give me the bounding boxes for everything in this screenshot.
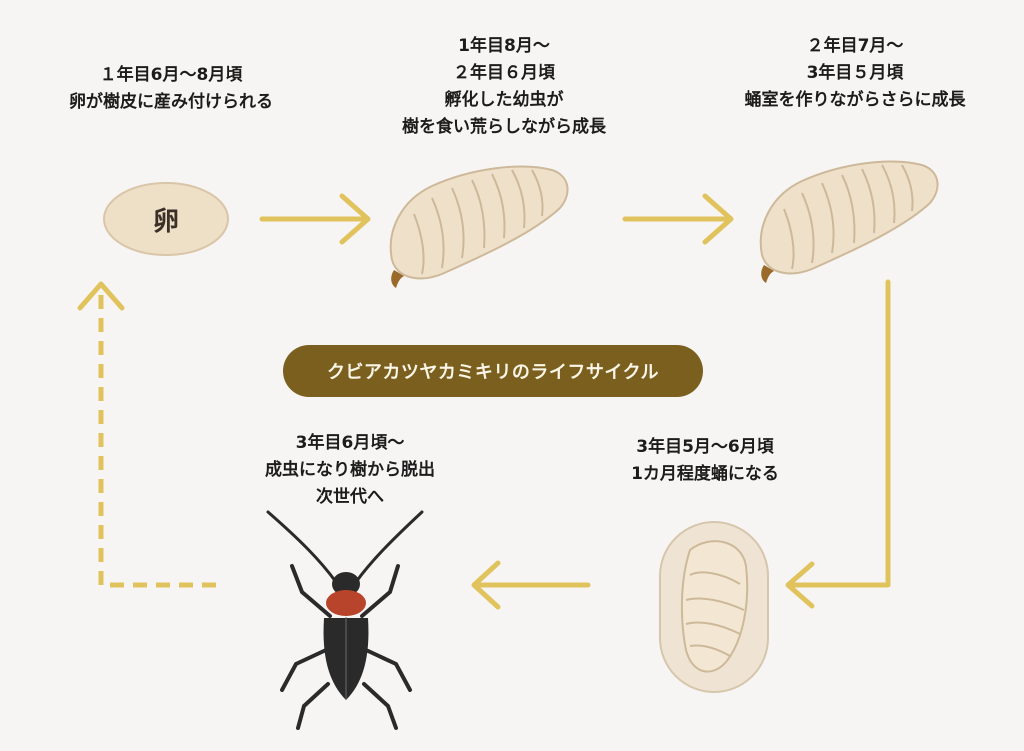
arrow-adult-to-egg-dashed	[98, 290, 216, 588]
larva1-period1: 1年目8月～	[458, 36, 550, 56]
larva1-desc1: 孵化した幼虫が	[444, 90, 564, 110]
larva1-stage-label: 1年目8月～ ２年目６月頃 孵化した幼虫が 樹を食い荒らしながら成長	[380, 33, 628, 141]
adult-desc2: 次世代へ	[316, 487, 384, 507]
larva1-desc2: 樹を食い荒らしながら成長	[402, 117, 606, 137]
pupa-illustration	[659, 521, 769, 693]
egg-shape	[103, 182, 229, 256]
adult-desc1: 成虫になり樹から脱出	[265, 460, 435, 480]
larva2-period2: 3年目５月頃	[806, 63, 904, 83]
arrow-egg-to-larva	[259, 193, 371, 245]
larva1-period2: ２年目６月頃	[453, 63, 555, 83]
pupa-desc: 1カ月程度蛹になる	[631, 464, 779, 484]
egg-desc: 卵が樹皮に産み付けられる	[69, 92, 273, 112]
larva-illustration-2	[759, 160, 939, 284]
adult-stage-label: 3年目6月頃～ 成虫になり樹から脱出 次世代へ	[230, 430, 470, 511]
egg-stage-label: １年目6月～8月頃 卵が樹皮に産み付けられる	[40, 62, 302, 116]
diagram-title: クビアカツヤカミキリのライフサイクル	[283, 345, 703, 397]
pupa-period: 3年目5月～6月頃	[636, 437, 774, 457]
arrow-adult-to-egg-head	[77, 281, 125, 311]
larva2-period1: ２年目7月～	[806, 36, 904, 56]
egg-label: 卵	[152, 206, 179, 237]
arrow-larva-to-larva	[622, 193, 734, 245]
adult-period: 3年目6月頃～	[295, 433, 405, 453]
larva-illustration-1	[389, 165, 569, 289]
egg-period: １年目6月～8月頃	[99, 65, 243, 85]
arrow-pupa-to-adult	[471, 560, 591, 610]
larva2-stage-label: ２年目7月～ 3年目５月頃 蛹室を作りながらさらに成長	[720, 33, 990, 114]
pupa-stage-label: 3年目5月～6月頃 1カ月程度蛹になる	[590, 434, 820, 488]
larva2-desc: 蛹室を作りながらさらに成長	[744, 90, 966, 110]
beetle-illustration	[266, 510, 424, 730]
arrow-larva-to-pupa	[785, 279, 891, 609]
